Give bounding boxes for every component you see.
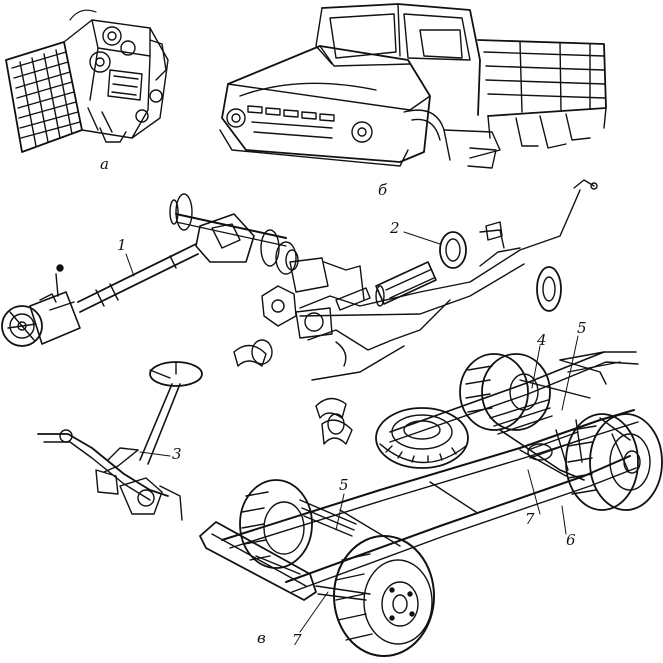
chassis-frame [200, 352, 638, 600]
rear-wheel-back [460, 354, 550, 430]
callout-4-rear-spring: 4 [537, 331, 547, 349]
cab-and-body [220, 4, 606, 168]
callout-3-steering: 3 [172, 445, 182, 463]
callout-7-front: 7 [292, 631, 302, 649]
front-wheel-left [240, 480, 312, 568]
callout-5-front: 5 [339, 476, 349, 494]
callout-7-rear: 7 [525, 510, 535, 528]
brake-system [234, 180, 597, 444]
engine-assembly [6, 10, 168, 152]
section-label-a: а [100, 155, 109, 173]
leader-lines [126, 232, 578, 632]
front-wheel-right [334, 536, 434, 656]
driveline-assembly [2, 194, 298, 346]
spare-tire [376, 408, 468, 468]
rear-wheel-front [566, 414, 662, 510]
callout-6-rear-wheel: 6 [566, 531, 576, 549]
steering-assembly [38, 362, 202, 520]
callout-5-rear: 5 [577, 319, 587, 337]
callout-1-driveline: 1 [117, 236, 127, 254]
callout-2-brake-disc: 2 [390, 219, 400, 237]
section-label-b: б [378, 181, 388, 199]
section-label-c: в [257, 629, 266, 647]
wheels [240, 354, 662, 656]
